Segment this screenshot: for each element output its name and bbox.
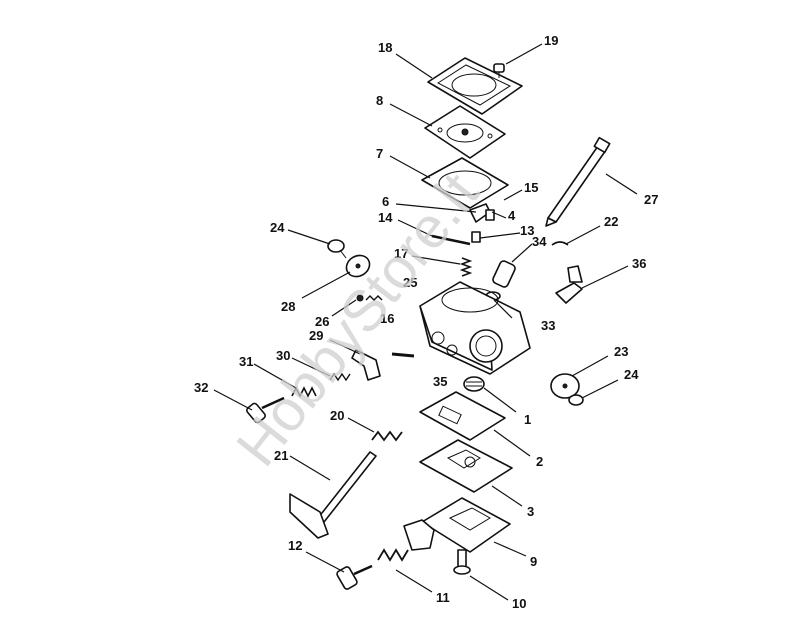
part-lever-29 (351, 349, 381, 381)
part-screw-32 (246, 396, 285, 424)
callout-21: 21 (274, 448, 288, 463)
callout-6: 6 (382, 194, 389, 209)
callout-4: 4 (508, 208, 516, 223)
callout-36: 36 (632, 256, 646, 271)
part-spring-20 (371, 430, 403, 442)
callout-24-upper: 24 (270, 220, 285, 235)
part-plate-3 (419, 439, 513, 493)
part-pin-14 (431, 234, 471, 246)
part-lever (469, 203, 495, 223)
callout-8: 8 (376, 93, 383, 108)
part-spring-30 (329, 372, 351, 382)
part-screen-1 (463, 376, 485, 392)
part-elbow-36 (555, 265, 583, 304)
part-spring-11 (377, 548, 409, 562)
callout-7: 7 (376, 146, 383, 161)
part-screw-19 (493, 63, 505, 78)
callout-10: 10 (512, 596, 526, 611)
callout-22: 22 (604, 214, 618, 229)
callout-12: 12 (288, 538, 302, 553)
callout-35: 35 (433, 374, 447, 389)
callout-28: 28 (281, 299, 295, 314)
part-diaphragm (424, 105, 506, 159)
callout-9: 9 (530, 554, 537, 569)
callout-numbers: 18 19 8 7 15 6 4 27 14 13 24 22 34 17 25… (194, 33, 658, 611)
part-shaft-21 (289, 451, 377, 539)
callout-15: 15 (524, 180, 538, 195)
part-carburetor-body (419, 281, 531, 375)
callout-1: 1 (524, 412, 531, 427)
part-cover (427, 57, 523, 115)
callout-29: 29 (309, 328, 323, 343)
callout-27: 27 (644, 192, 658, 207)
part-screw-10 (453, 549, 471, 575)
part-filter-34 (492, 260, 516, 288)
part-pin-35 (391, 352, 415, 358)
callout-25: 25 (403, 275, 417, 290)
part-screw-13 (471, 231, 481, 243)
part-shaft-27 (545, 136, 611, 227)
part-screw-24-lower (568, 394, 584, 406)
callout-3: 3 (527, 504, 534, 519)
callout-26: 26 (315, 314, 329, 329)
callout-14: 14 (378, 210, 393, 225)
callout-23: 23 (614, 344, 628, 359)
part-gasket-7 (421, 157, 509, 209)
part-gasket-2 (419, 391, 506, 441)
part-clip-22 (551, 241, 569, 246)
callout-34: 34 (532, 234, 547, 249)
callout-16: 16 (380, 311, 394, 326)
part-spring-26 (356, 294, 383, 302)
callout-2: 2 (536, 454, 543, 469)
part-screw-12 (336, 564, 373, 590)
callout-33: 33 (541, 318, 555, 333)
part-spring-17 (459, 257, 473, 277)
part-plate-23 (550, 373, 580, 399)
callout-11: 11 (436, 590, 450, 605)
part-pump-cover-9 (403, 497, 511, 553)
callout-18: 18 (378, 40, 392, 55)
callout-32: 32 (194, 380, 208, 395)
callout-31: 31 (239, 354, 253, 369)
callout-24-lower: 24 (624, 367, 639, 382)
callout-17: 17 (394, 246, 408, 261)
callout-13: 13 (520, 223, 534, 238)
part-plate-28 (345, 254, 371, 278)
leader-lines (213, 43, 638, 601)
part-screw-24-upper (327, 239, 347, 259)
callout-20: 20 (330, 408, 344, 423)
callout-19: 19 (544, 33, 558, 48)
callout-30: 30 (276, 348, 290, 363)
